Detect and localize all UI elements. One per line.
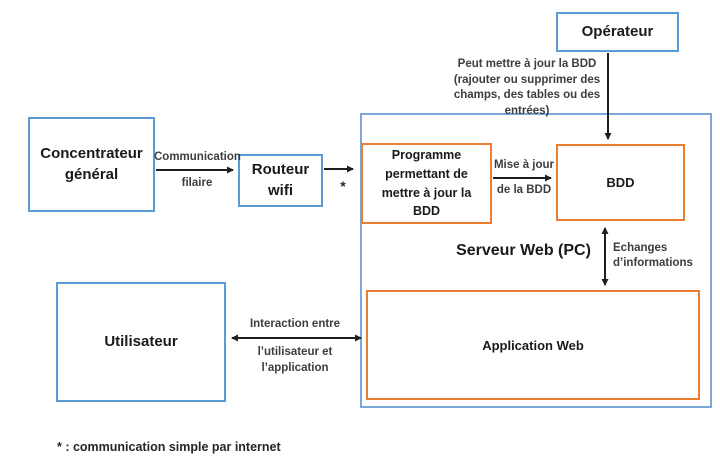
- bdd-box: BDD: [556, 144, 685, 221]
- utilisateur-box: Utilisateur: [56, 282, 226, 402]
- label-interaction-line1: Interaction entre: [249, 318, 341, 330]
- footnote-asterisk-definition: * : communication simple par internet: [57, 440, 281, 454]
- operateur-box: Opérateur: [556, 12, 679, 52]
- serveur-web-title: Serveur Web (PC): [456, 242, 591, 259]
- label-de-la-bdd: de la BDD: [496, 184, 552, 196]
- application-web-box: Application Web: [366, 290, 700, 400]
- operateur-note-line1: Peut mettre à jour la BDD: [457, 58, 597, 70]
- programme-maj-bdd-box: Programme permettant de mettre à jour la…: [361, 143, 492, 224]
- concentrateur-box: Concentrateur général: [28, 117, 155, 212]
- echanges-line2: d’informations: [613, 256, 693, 269]
- label-filaire: filaire: [181, 177, 213, 189]
- label-interaction-line2: l’utilisateur et: [257, 346, 333, 358]
- label-echanges: Echanges d’informations: [613, 241, 703, 271]
- operateur-note-line2: (rajouter ou supprimer des: [453, 73, 601, 86]
- label-operateur-note: Peut mettre à jour la BDD (rajouter ou s…: [437, 57, 617, 119]
- label-asterisk: *: [340, 178, 346, 194]
- echanges-line1: Echanges: [613, 242, 668, 254]
- operateur-note-line3: champs, des tables ou des entrées): [453, 89, 601, 117]
- label-communication: Communication: [154, 151, 241, 163]
- label-interaction-line3: l’application: [261, 362, 329, 374]
- label-mise-a-jour: Mise à jour: [493, 159, 555, 171]
- routeur-wifi-box: Routeur wifi: [238, 154, 323, 207]
